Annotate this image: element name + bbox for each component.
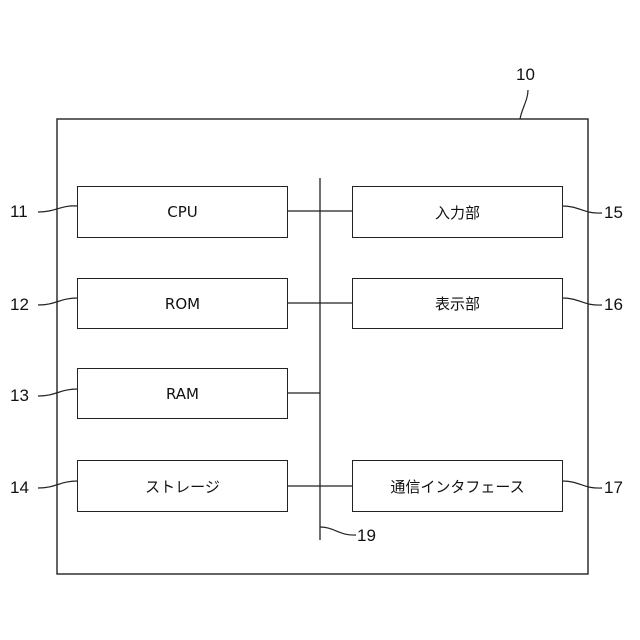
input-leader-line	[562, 206, 602, 213]
storage-ref-label: 14	[10, 478, 29, 498]
input-label: 入力部	[435, 202, 480, 223]
cpu-label: CPU	[167, 203, 198, 221]
bus-ref-label: 19	[357, 526, 376, 546]
display-leader-line	[562, 298, 602, 305]
input-ref-label: 15	[604, 203, 623, 223]
display-block: 表示部	[352, 278, 563, 329]
device-ref-label: 10	[516, 65, 535, 85]
display-ref-label: 16	[604, 295, 623, 315]
input-block: 入力部	[352, 186, 563, 238]
rom-leader-line	[38, 298, 78, 305]
bus-leader-line	[320, 527, 356, 535]
ram-ref-label: 13	[10, 386, 29, 406]
ram-leader-line	[38, 389, 78, 396]
cpu-block: CPU	[77, 186, 288, 238]
storage-leader-line	[38, 481, 78, 488]
device-leader-line	[520, 90, 528, 119]
ram-label: RAM	[166, 385, 199, 403]
rom-ref-label: 12	[10, 295, 29, 315]
storage-block: ストレージ	[77, 460, 288, 512]
rom-block: ROM	[77, 278, 288, 329]
display-label: 表示部	[435, 293, 480, 314]
cpu-leader-line	[38, 206, 78, 212]
storage-label: ストレージ	[145, 476, 220, 497]
comm-leader-line	[562, 481, 602, 488]
comm-interface-block: 通信インタフェース	[352, 460, 563, 512]
comm-interface-ref-label: 17	[604, 478, 623, 498]
comm-interface-label: 通信インタフェース	[390, 476, 524, 497]
rom-label: ROM	[165, 295, 200, 313]
ram-block: RAM	[77, 368, 288, 419]
cpu-ref-label: 11	[10, 202, 28, 222]
